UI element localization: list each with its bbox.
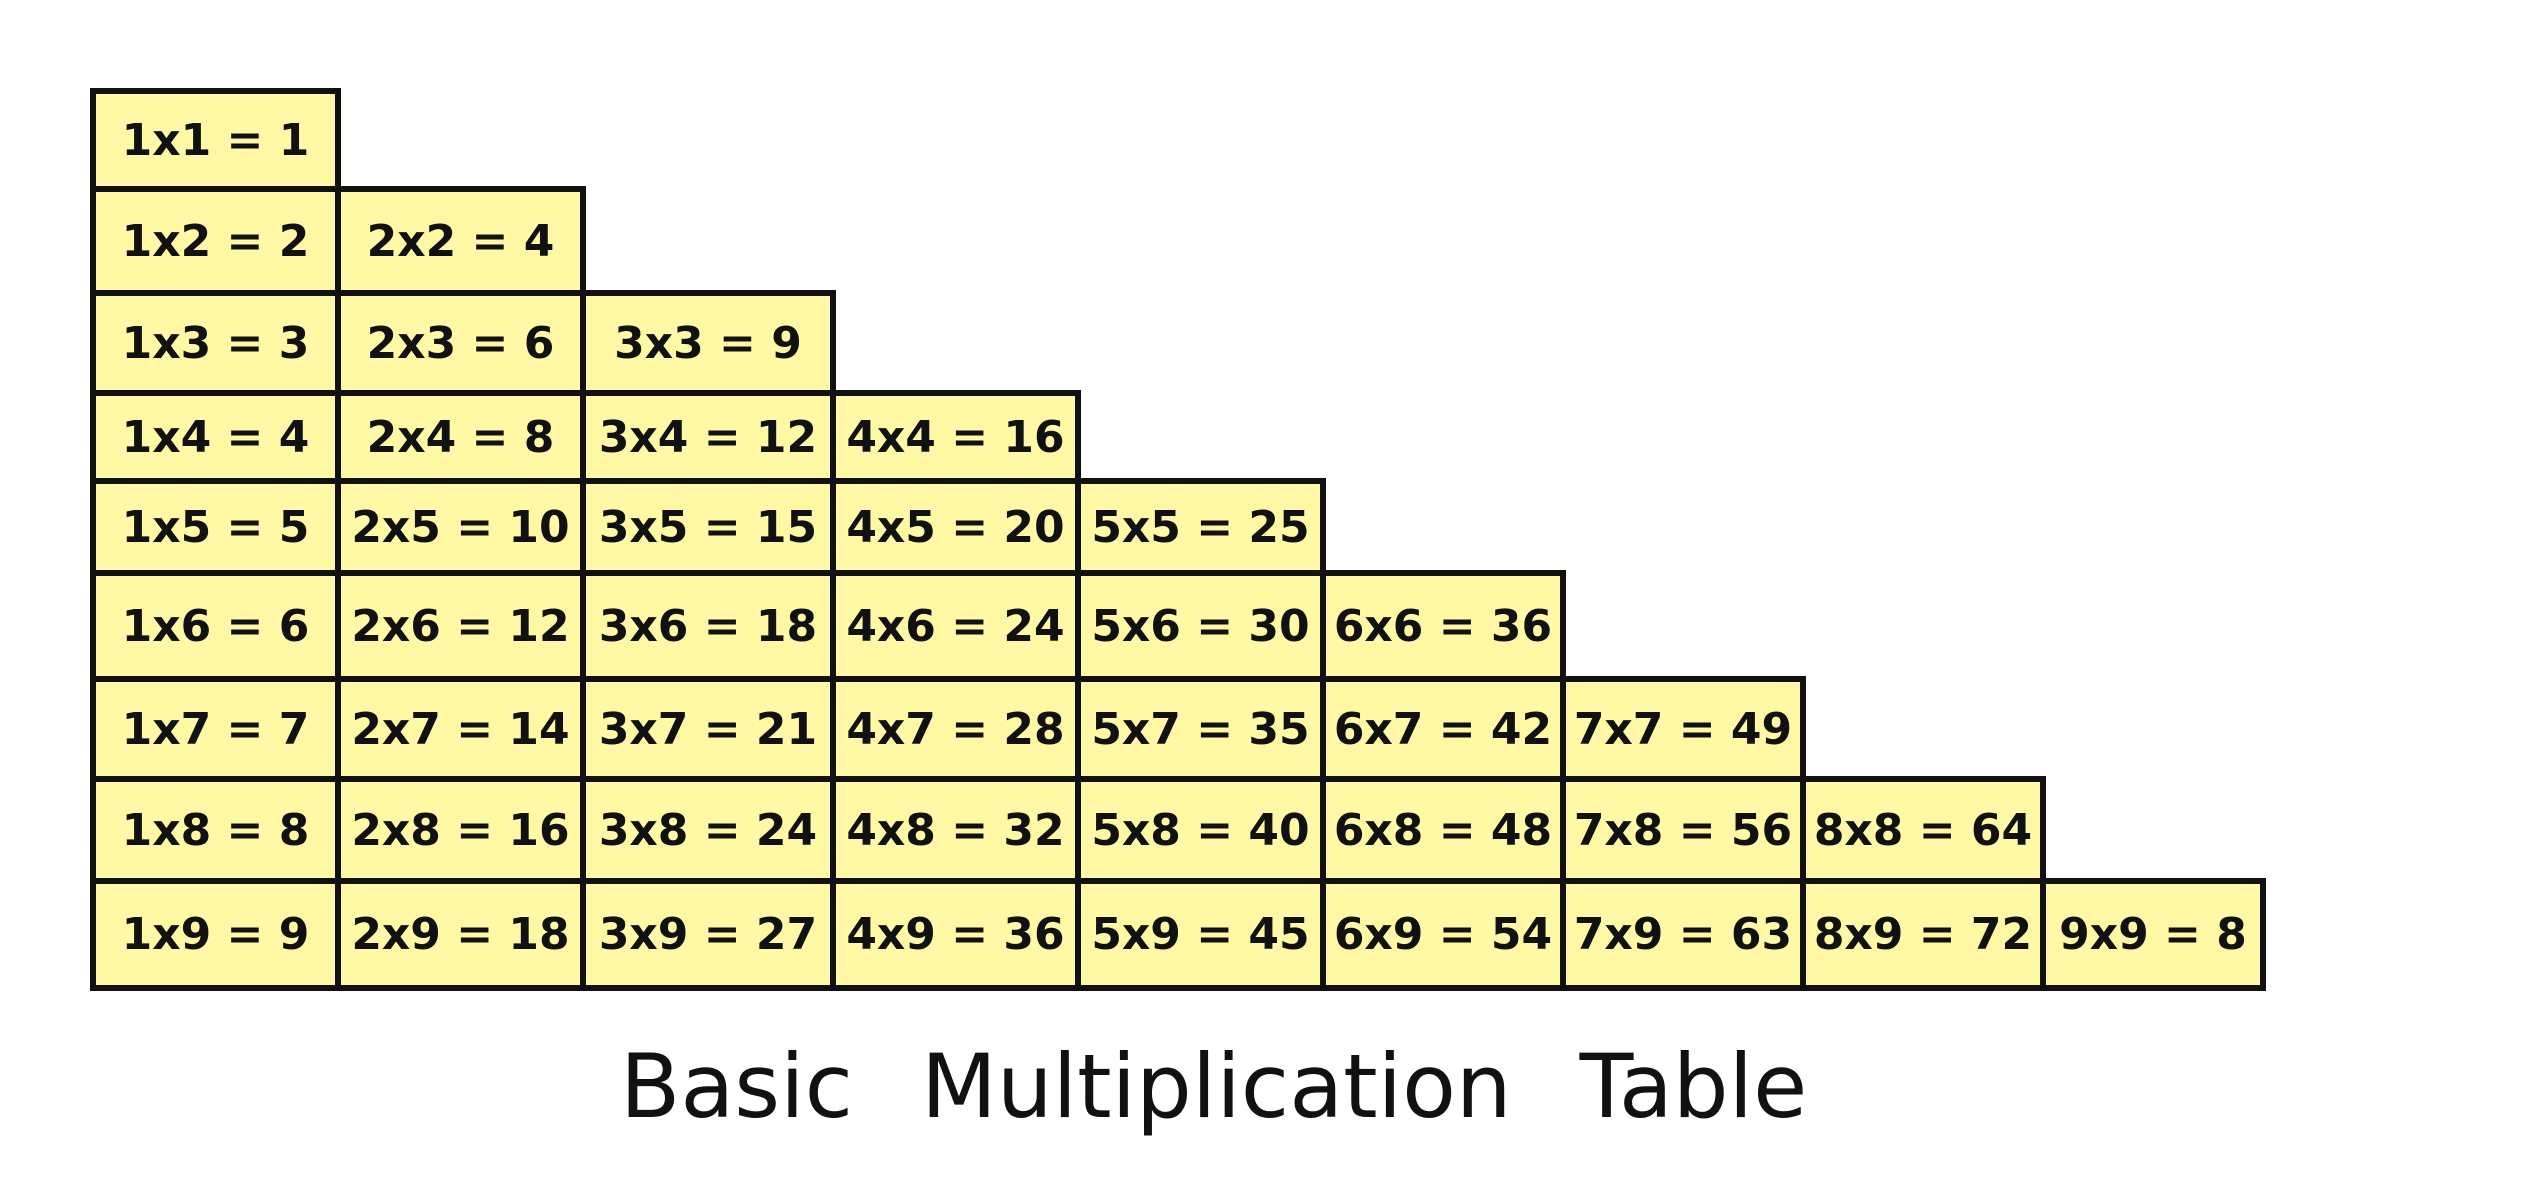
table-cell: 1x7 = 7	[90, 676, 341, 782]
table-cell: 3x3 = 9	[580, 290, 836, 396]
table-cell: 7x8 = 56	[1560, 776, 1806, 884]
table-cell: 3x6 = 18	[580, 570, 836, 682]
table-cell: 6x6 = 36	[1320, 570, 1566, 682]
table-cell: 2x3 = 6	[335, 290, 586, 396]
table-cell: 3x7 = 21	[580, 676, 836, 782]
table-cell: 5x9 = 45	[1075, 878, 1326, 991]
table-cell: 7x9 = 63	[1560, 878, 1806, 991]
table-cell: 3x4 = 12	[580, 390, 836, 484]
table-cell: 1x4 = 4	[90, 390, 341, 484]
table-cell: 4x7 = 28	[830, 676, 1081, 782]
table-cell: 6x8 = 48	[1320, 776, 1566, 884]
table-cell: 5x8 = 40	[1075, 776, 1326, 884]
table-cell: 2x7 = 14	[335, 676, 586, 782]
caption: Basic Multiplication Table	[620, 1035, 1808, 1138]
table-cell: 7x7 = 49	[1560, 676, 1806, 782]
table-cell: 2x5 = 10	[335, 478, 586, 576]
table-cell: 1x5 = 5	[90, 478, 341, 576]
table-cell: 2x6 = 12	[335, 570, 586, 682]
table-cell: 2x9 = 18	[335, 878, 586, 991]
table-cell: 1x2 = 2	[90, 186, 341, 296]
table-cell: 5x6 = 30	[1075, 570, 1326, 682]
table-cell: 8x9 = 72	[1800, 878, 2046, 991]
table-cell: 5x7 = 35	[1075, 676, 1326, 782]
table-cell: 1x1 = 1	[90, 88, 341, 192]
table-cell: 6x7 = 42	[1320, 676, 1566, 782]
table-cell: 4x8 = 32	[830, 776, 1081, 884]
table-cell: 1x8 = 8	[90, 776, 341, 884]
table-cell: 1x3 = 3	[90, 290, 341, 396]
table-cell: 2x8 = 16	[335, 776, 586, 884]
table-cell: 8x8 = 64	[1800, 776, 2046, 884]
table-cell: 6x9 = 54	[1320, 878, 1566, 991]
table-cell: 4x6 = 24	[830, 570, 1081, 682]
table-cell: 5x5 = 25	[1075, 478, 1326, 576]
table-cell: 4x5 = 20	[830, 478, 1081, 576]
table-cell: 1x9 = 9	[90, 878, 341, 991]
table-cell: 3x5 = 15	[580, 478, 836, 576]
table-cell: 3x9 = 27	[580, 878, 836, 991]
table-cell: 3x8 = 24	[580, 776, 836, 884]
table-cell: 2x4 = 8	[335, 390, 586, 484]
table-cell: 9x9 = 8	[2040, 878, 2266, 991]
table-cell: 4x9 = 36	[830, 878, 1081, 991]
table-cell: 4x4 = 16	[830, 390, 1081, 484]
table-cell: 2x2 = 4	[335, 186, 586, 296]
table-cell: 1x6 = 6	[90, 570, 341, 682]
